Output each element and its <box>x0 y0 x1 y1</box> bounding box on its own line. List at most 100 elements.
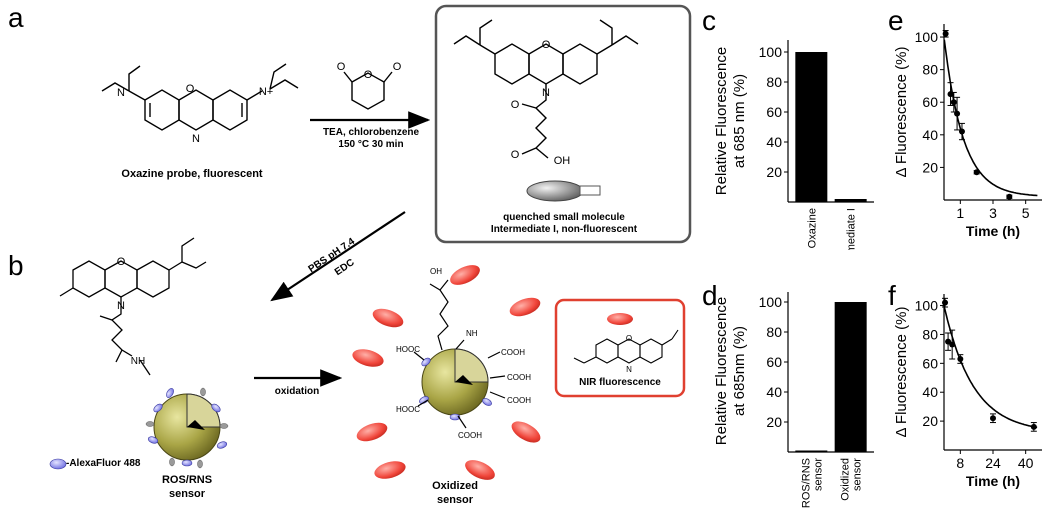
fit-curve <box>943 305 1038 429</box>
x-tick-label: 24 <box>985 455 1001 471</box>
panel-letter-e: e <box>888 5 904 36</box>
oxidized-caption-1: Oxidized <box>432 480 478 492</box>
fit-curve <box>943 39 1038 197</box>
alexafluor-legend-label: -AlexaFluor 488 <box>66 458 141 469</box>
data-point <box>973 169 980 176</box>
data-point <box>957 356 964 362</box>
y-axis-label: Relative Fluorescence <box>713 47 730 195</box>
y-axis-label: Δ Fluorescence (%) <box>893 47 910 178</box>
oxidized-cooh-1: COOH <box>501 348 525 357</box>
x-tick-label: sensor <box>852 458 864 491</box>
y-tick-label: 40 <box>766 134 782 150</box>
y-tick-label: 60 <box>922 94 938 110</box>
panel-letter-d: d <box>702 280 718 311</box>
panel-letter-c: c <box>702 5 716 36</box>
oxidized-hooc-top: HOOC <box>396 345 420 354</box>
x-tick-label: Oxazine <box>806 208 818 248</box>
sensor-nh: NH <box>131 356 145 367</box>
x-tick-label: 40 <box>1018 455 1034 471</box>
data-point <box>949 341 956 348</box>
anhydride-o-right: O <box>393 61 402 73</box>
data-point <box>1030 423 1037 430</box>
y-axis-label: at 685nm (%) <box>731 326 748 416</box>
y-tick-label: 80 <box>766 324 782 340</box>
sensor-n-atom: N <box>117 300 125 312</box>
x-tick-label: 8 <box>956 455 964 471</box>
anhydride-o-left: O <box>337 61 346 73</box>
alexafluor-legend-icon <box>49 458 67 470</box>
y-tick-label: 100 <box>915 29 939 45</box>
x-tick-label: 1 <box>956 205 964 221</box>
sensor-caption-2: sensor <box>168 488 206 500</box>
released-fluorophores <box>352 265 541 480</box>
nir-fluorophore-icon <box>607 313 633 325</box>
anhydride-structure <box>343 71 393 110</box>
x-tick-label: ROS/RNS <box>800 458 812 508</box>
x-tick-label: Intermediate I <box>846 208 858 250</box>
panel-letter-a: a <box>8 2 24 33</box>
oxidized-cooh-4: COOH <box>458 431 482 440</box>
bar <box>795 450 828 452</box>
bar <box>834 302 867 452</box>
intermediate-carbonyl-o: O <box>511 99 520 111</box>
y-tick-label: 20 <box>922 159 938 175</box>
nir-caption: NIR fluorescence <box>579 377 661 388</box>
oxidized-cooh-2: COOH <box>507 373 531 382</box>
y-axis-label: Relative Fluorescence <box>713 297 730 445</box>
y-tick-label: 40 <box>766 384 782 400</box>
intermediate-acid-o: O <box>511 149 520 161</box>
y-tick-label: 40 <box>922 127 938 143</box>
x-tick-label: 5 <box>1022 205 1030 221</box>
intermediate-caption-1: quenched small molecule <box>503 212 625 223</box>
reagent-line-1: TEA, chlorobenzene <box>322 127 420 138</box>
sensor-caption-1: ROS/RNS <box>161 474 213 486</box>
y-tick-label: 20 <box>766 414 782 430</box>
x-tick-label: sensor <box>812 458 824 491</box>
reagent-line-2: 150 °C 30 min <box>338 139 404 150</box>
y-tick-label: 100 <box>759 44 783 60</box>
y-tick-label: 60 <box>766 104 782 120</box>
oxazine-n-atom: N <box>192 133 200 145</box>
x-tick-label: Oxidized <box>840 458 852 501</box>
intermediate-caption-2: Intermediate I, non-fluorescent <box>490 224 638 235</box>
sensor-nanoparticle <box>145 387 229 469</box>
oxazine-structure <box>101 63 299 131</box>
data-point <box>954 110 961 117</box>
sensor-o-atom: O <box>117 256 126 268</box>
data-point <box>950 99 957 106</box>
intermediate-structure <box>453 19 639 159</box>
y-tick-label: 80 <box>922 326 938 342</box>
sensor-linker-structure <box>59 237 207 376</box>
oxidized-nanoparticle <box>419 348 492 421</box>
oxazine-caption: Oxazine probe, fluorescent <box>121 168 263 180</box>
y-tick-label: 60 <box>766 354 782 370</box>
bar <box>834 199 867 202</box>
data-point <box>942 30 949 37</box>
intermediate-o-atom: O <box>542 39 551 51</box>
intermediate-oh: OH <box>554 155 571 167</box>
x-axis-label: Time (h) <box>966 473 1020 489</box>
data-point <box>942 299 949 306</box>
y-tick-label: 20 <box>766 164 782 180</box>
y-tick-label: 40 <box>922 384 938 400</box>
oxidized-hooc-bottom: HOOC <box>396 405 420 414</box>
y-axis-label: Δ Fluorescence (%) <box>893 307 910 438</box>
oxidized-oh: OH <box>430 267 442 276</box>
nir-structure <box>573 329 679 364</box>
data-point <box>1006 193 1013 200</box>
oxazine-amine-n: N <box>117 87 125 99</box>
y-tick-label: 80 <box>922 62 938 78</box>
panel-letter-b: b <box>8 250 24 281</box>
nir-o-atom: O <box>626 334 632 343</box>
oxidation-label: oxidation <box>274 386 320 397</box>
intermediate-box <box>434 4 692 244</box>
x-axis-label: Time (h) <box>966 223 1020 239</box>
data-point <box>958 128 965 135</box>
oxazine-iminium-n: N+ <box>259 86 273 98</box>
anhydride-o-atom: O <box>364 69 373 81</box>
y-tick-label: 20 <box>922 413 938 429</box>
reaction-arrow-2 <box>270 211 406 302</box>
